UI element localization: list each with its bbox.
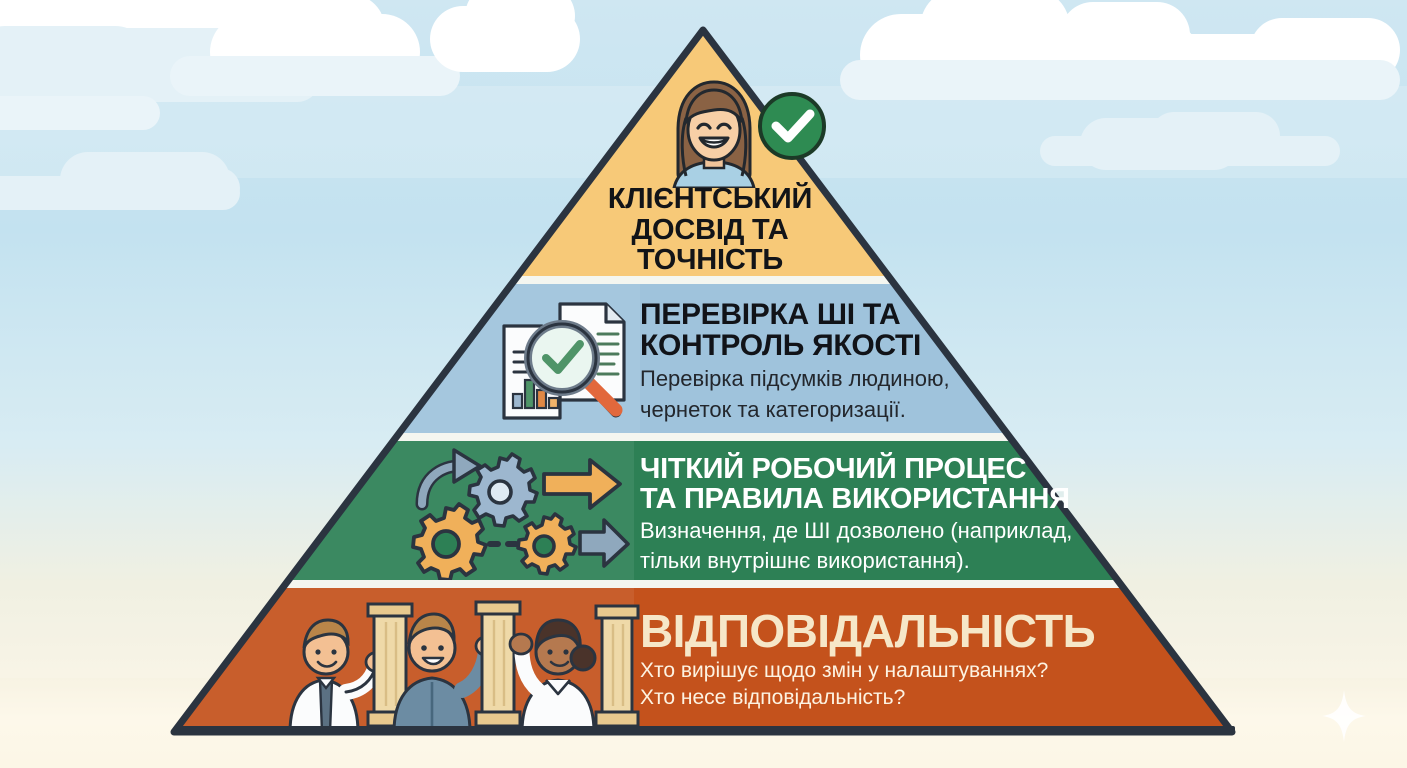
green-check-badge-icon xyxy=(758,92,826,160)
pyramid-baseline xyxy=(176,726,1235,732)
tier-1-title: КЛІЄНТСЬКИЙ ДОСВІД ТА ТОЧНІСТЬ xyxy=(607,183,813,277)
tier-4-subtitle-line-2: Хто несе відповідальність? xyxy=(640,686,906,710)
accountability-people-icon-group xyxy=(276,596,640,734)
person-right-icon xyxy=(508,618,597,734)
column-3-icon xyxy=(594,604,640,728)
tier-4-text-block: ВІДПОВІДАЛЬНІСТЬ Хто вирішує щодо змін у… xyxy=(640,608,1160,710)
cloud-soft-12 xyxy=(120,168,240,208)
tier-3-title-line-2: ТА ПРАВИЛА ВИКОРИСТАННЯ xyxy=(640,482,1070,515)
smiling-woman-avatar-icon xyxy=(672,80,756,190)
customer-avatar-icon-group xyxy=(644,78,830,190)
tier-divider-3 xyxy=(174,580,1232,588)
arrow-blue-icon xyxy=(578,518,630,568)
gear-orange-small-icon xyxy=(516,512,578,576)
tier-divider-1 xyxy=(174,276,1232,284)
cloud-white-5 xyxy=(255,0,385,64)
tier-divider-2 xyxy=(174,433,1232,441)
workflow-gears-icon-group xyxy=(404,446,630,582)
tier-2-title-line-2: КОНТРОЛЬ ЯКОСТІ xyxy=(640,328,922,362)
gear-blue-icon xyxy=(467,452,539,528)
gear-orange-large-icon xyxy=(411,502,488,582)
curved-arrow-icon xyxy=(415,448,482,511)
tier-3-subtitle-line-1: Визначення, де ШІ дозволено (наприклад, xyxy=(640,518,1073,544)
cloud-white-7 xyxy=(465,0,575,48)
tier-2-text-block: ПЕРЕВІРКА ШІ ТА КОНТРОЛЬ ЯКОСТІ Перевірк… xyxy=(640,298,1110,422)
tier-3-text-block: ЧІТКИЙ РОБОЧИЙ ПРОЦЕС ТА ПРАВИЛА ВИКОРИС… xyxy=(640,453,1140,573)
cloud-soft-5 xyxy=(170,56,460,96)
arrow-orange-icon xyxy=(542,458,622,510)
magnifier-with-check-icon xyxy=(524,320,623,418)
person-center-icon xyxy=(392,612,502,734)
tier-2-subtitle-line-2: чернеток та категоризації. xyxy=(640,396,906,422)
tier-2-title-line-1: ПЕРЕВІРКА ШІ ТА xyxy=(640,298,901,331)
ai-review-icon-group xyxy=(484,296,644,430)
sparkle-star-icon xyxy=(1322,690,1366,742)
column-2-icon xyxy=(474,600,522,728)
tier-3-title-line-1: ЧІТКИЙ РОБОЧИЙ ПРОЦЕС xyxy=(640,453,1027,485)
tier-4-subtitle-line-1: Хто вирішує щодо змін у налаштуваннях? xyxy=(640,658,1049,682)
tier-4-title: ВІДПОВІДАЛЬНІСТЬ xyxy=(640,605,1096,657)
cloud-soft-6 xyxy=(840,60,1400,100)
tier-2-subtitle-line-1: Перевірка підсумків людиною, xyxy=(640,366,950,392)
tier-3-subtitle-line-2: тільки внутрішнє використання). xyxy=(640,547,970,573)
tier-1-text-block: КЛІЄНТСЬКИЙ ДОСВІД ТА ТОЧНІСТЬ xyxy=(560,184,860,276)
cloud-soft-13 xyxy=(0,96,160,130)
cloud-soft-9 xyxy=(1040,136,1340,166)
